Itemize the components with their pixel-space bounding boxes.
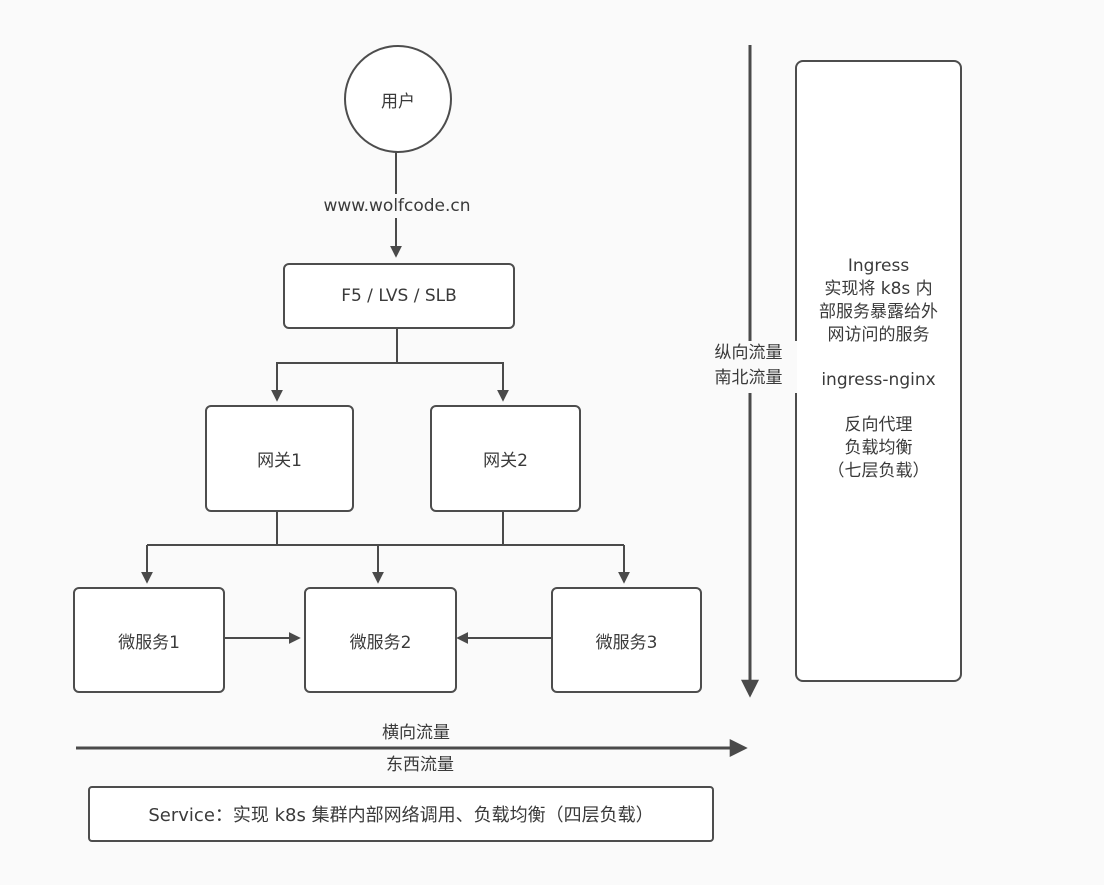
microservice2-label: 微服务2	[349, 632, 412, 653]
ingress-nginx-label: ingress-nginx	[821, 370, 936, 390]
north-south-traffic-line1: 纵向流量	[714, 343, 783, 363]
gateway1-node: 网关1	[205, 405, 354, 512]
ingress-bottom-line2: 负载均衡	[844, 438, 913, 458]
ingress-spacer	[797, 347, 960, 369]
microservice1-label: 微服务1	[118, 632, 180, 653]
gateway2-node: 网关2	[430, 405, 581, 512]
east-west-traffic-label-top: 横向流量	[382, 723, 450, 743]
gateway2-label: 网关2	[483, 451, 528, 471]
load-balancer-node: F5 / LVS / SLB	[283, 263, 515, 329]
microservice3-label: 微服务3	[595, 632, 658, 653]
ingress-info-panel: Ingress 实现将 k8s 内 部服务暴露给外 网访问的服务 ingress…	[795, 60, 962, 682]
ingress-bottom-line1: 反向代理	[844, 415, 913, 435]
ingress-spacer	[797, 392, 960, 414]
load-balancer-label: F5 / LVS / SLB	[341, 286, 457, 306]
service-note-text: Service：实现 k8s 集群内部网络调用、负载均衡（四层负载）	[148, 805, 654, 826]
url-label: www.wolfcode.cn	[307, 194, 487, 218]
service-note-box: Service：实现 k8s 集群内部网络调用、负载均衡（四层负载）	[88, 786, 714, 842]
ingress-info-text: Ingress 实现将 k8s 内 部服务暴露给外 网访问的服务 ingress…	[797, 62, 960, 483]
user-node-label: 用户	[381, 91, 415, 112]
north-south-traffic-line2: 南北流量	[714, 368, 783, 388]
ingress-desc-line2: 部服务暴露给外	[819, 302, 938, 322]
microservice1-node: 微服务1	[73, 587, 225, 693]
microservice2-node: 微服务2	[304, 587, 457, 693]
ingress-bottom-line3: （七层负载）	[827, 461, 930, 481]
ingress-desc-line1: 实现将 k8s 内	[824, 279, 933, 299]
ingress-desc-line3: 网访问的服务	[827, 325, 930, 345]
east-west-traffic-label-bottom: 东西流量	[386, 755, 454, 775]
north-south-traffic-label: 纵向流量 南北流量	[700, 341, 797, 393]
gateway1-label: 网关1	[257, 451, 302, 471]
user-node: 用户	[344, 45, 452, 153]
ingress-title: Ingress	[847, 256, 910, 276]
microservice3-node: 微服务3	[551, 587, 702, 693]
